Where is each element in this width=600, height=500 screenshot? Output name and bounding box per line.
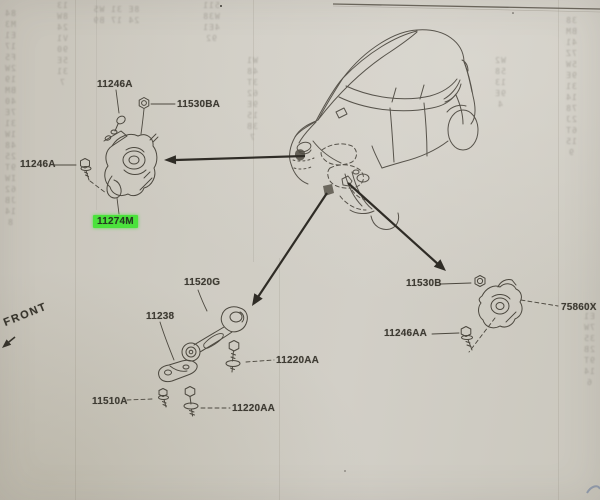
part-label-75860X: 75860X: [561, 302, 597, 313]
torque-rod-group: [158, 306, 248, 417]
paper-fold-line: [558, 0, 559, 500]
part-label-11530BA: 11530BA: [177, 99, 221, 110]
mount-location-mark-left: [294, 149, 306, 161]
bolt-11510A: [158, 388, 169, 408]
mount-location-mark-lower: [323, 184, 334, 196]
highlighted-part-label-11274M: 11274M: [93, 215, 138, 228]
part-label-11520G: 11520G: [184, 277, 221, 288]
part-label-11220AA-lower: 11220AA: [232, 403, 276, 414]
part-label-11246A-left: 11246A: [20, 159, 56, 170]
paper-fold-line: [253, 0, 254, 262]
nut-11530BA: [138, 97, 150, 109]
engine-mount-rh: [478, 279, 523, 329]
part-label-11246A-top: 11246A: [97, 79, 133, 90]
paper-fold-line: [75, 0, 76, 500]
nut-11530B: [474, 275, 486, 287]
arrow-to-left-mount: [175, 154, 306, 162]
part-label-11530B: 11530B: [406, 278, 442, 289]
torque-rod: [181, 306, 248, 362]
bolt-11246AA: [460, 326, 473, 351]
engine-bay-scribbles: [320, 143, 369, 211]
mount-bracket-11238: [158, 359, 198, 383]
part-label-11246AA: 11246AA: [384, 328, 428, 339]
engine-mount-insulator-lh: [80, 97, 159, 199]
part-label-11220AA-upper: 11220AA: [276, 355, 320, 366]
paper-fold-line: [279, 258, 280, 500]
part-label-11510A: 11510A: [92, 396, 128, 407]
leader-lines: [53, 89, 559, 409]
engine-mount-rh-group: [460, 275, 523, 353]
paper-fold-line: [96, 0, 97, 210]
arrow-to-rh-mount: [347, 182, 440, 266]
bolt-11220AA-lower: [183, 386, 199, 417]
bolt-11220AA-upper: [225, 340, 241, 373]
photo-edge-artifacts: [220, 3, 600, 494]
arrow-to-torque-rod: [255, 192, 328, 301]
part-label-11238: 11238: [146, 311, 175, 322]
car-outline: [289, 29, 479, 230]
front-direction-arrow: [2, 336, 16, 348]
bolt-11246A: [80, 158, 92, 181]
location-arrows: [164, 154, 446, 306]
